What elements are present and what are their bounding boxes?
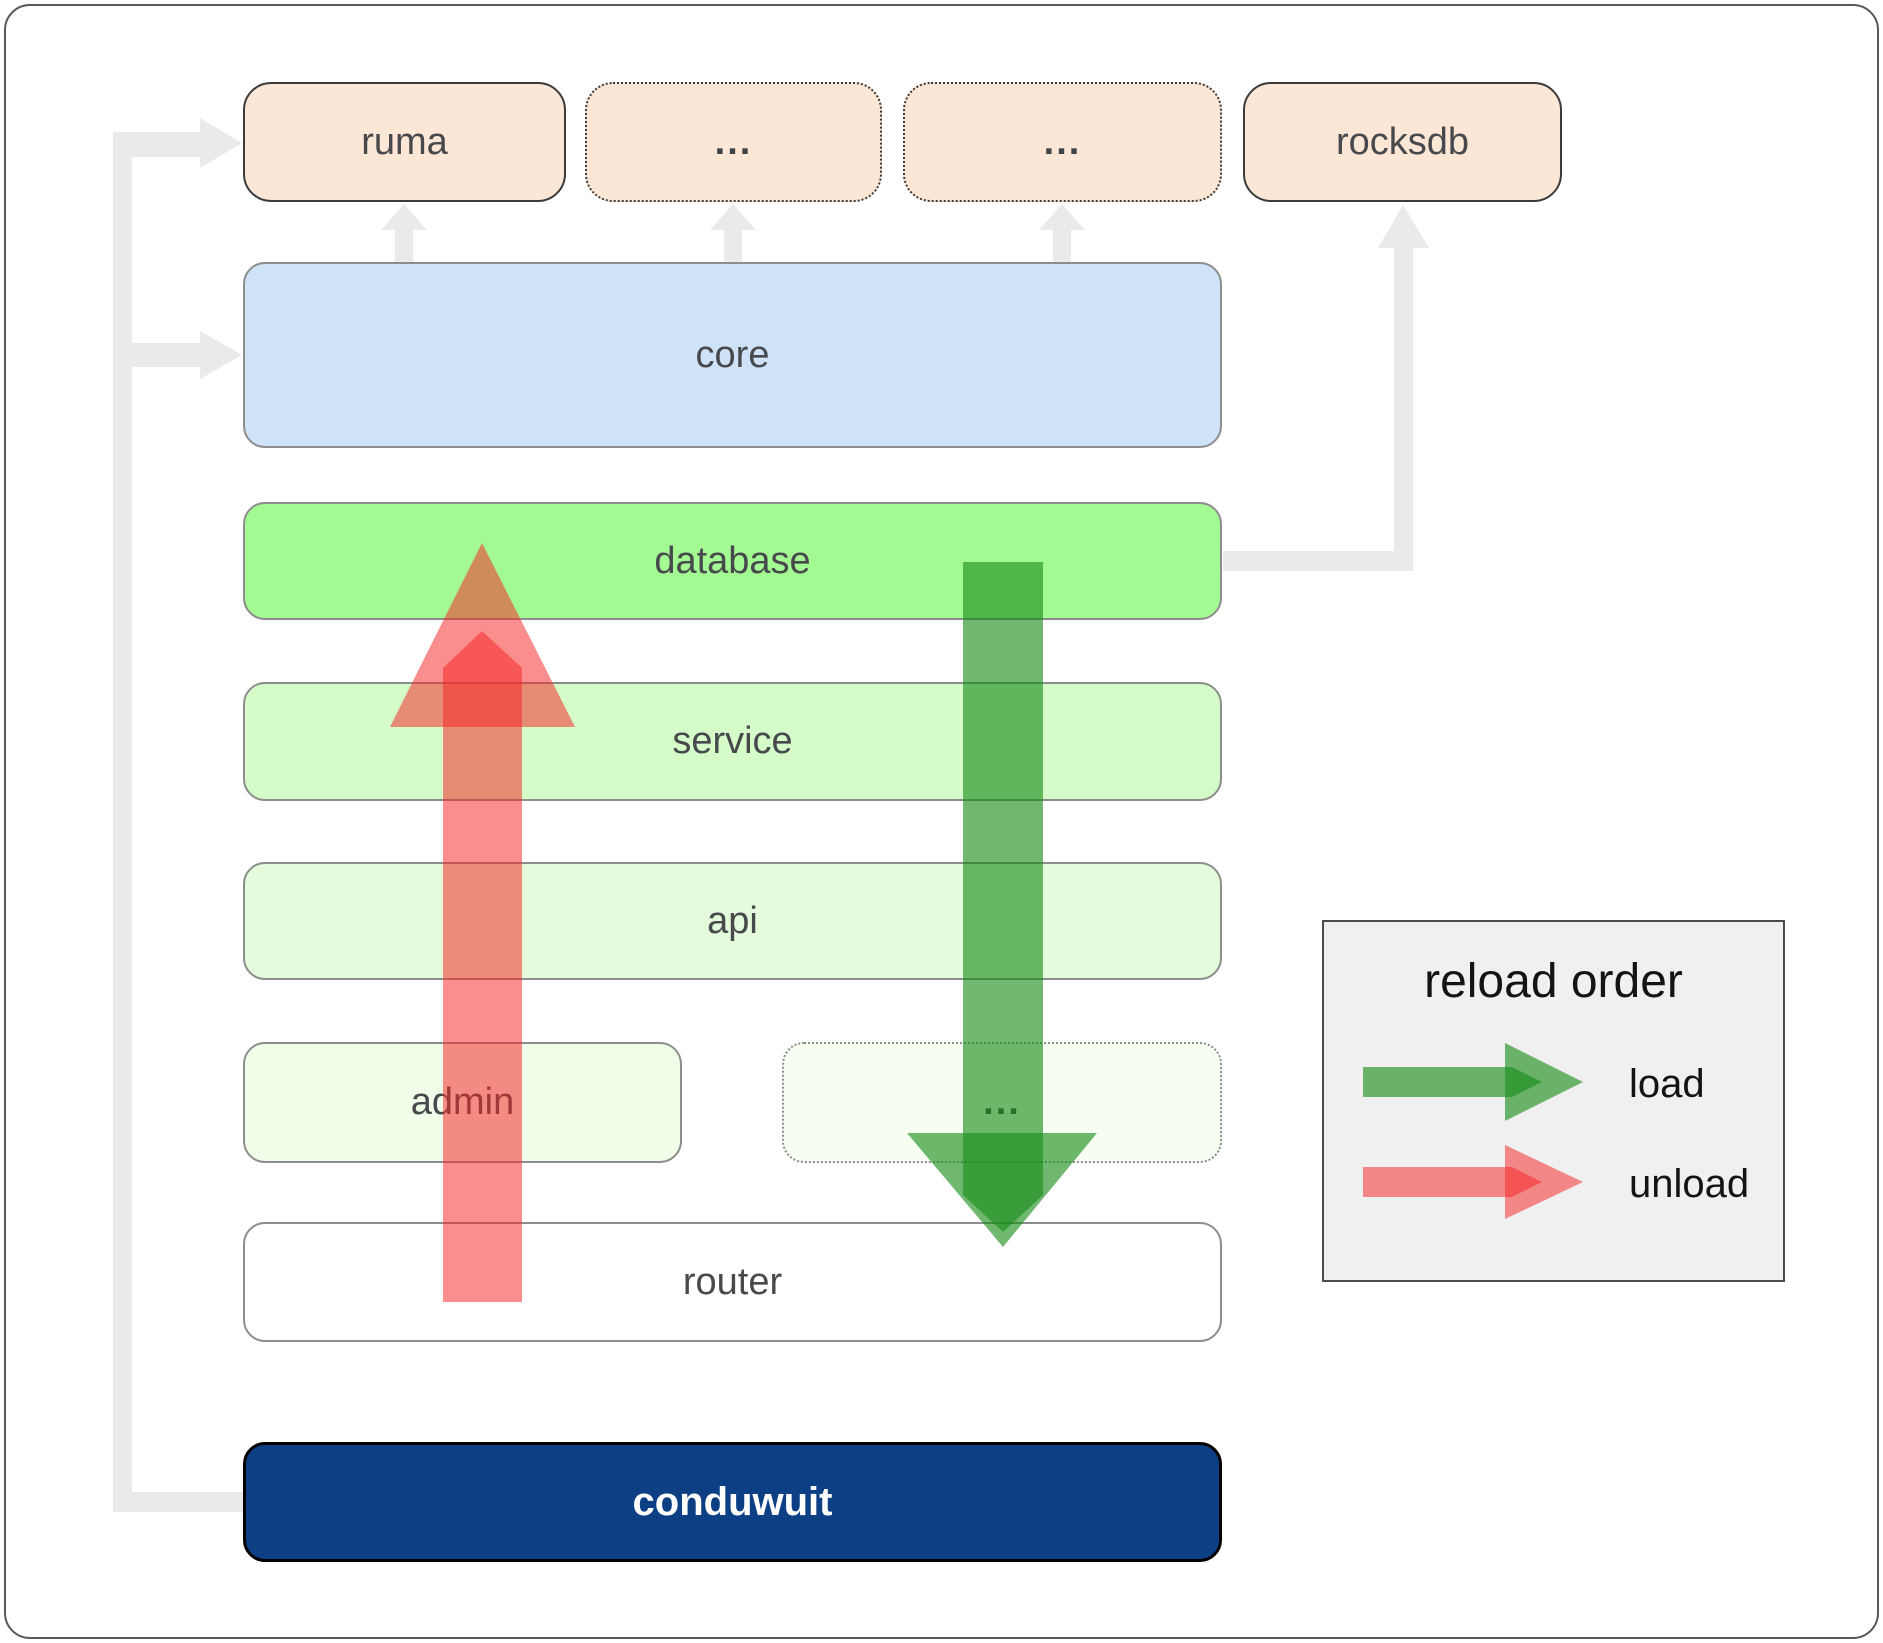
box-rocksdb-label: rocksdb [1335,120,1470,163]
box-rocksdb: rocksdb [1243,82,1562,202]
box-router: router [243,1222,1222,1342]
box-database: database [243,502,1222,620]
box-conduwuit-label: conduwuit [632,1479,833,1524]
box-ellipsis-2-label: ... [1043,120,1082,163]
legend-load-label: load [1629,1062,1705,1106]
box-database-label: database [654,539,811,582]
box-api-label: api [707,899,758,942]
diagram-frame [4,4,1879,1639]
box-admin-ellipsis: ... [782,1042,1222,1163]
box-conduwuit: conduwuit [243,1442,1222,1562]
box-ellipsis-1: ... [585,82,882,202]
box-admin-ellipsis-label: ... [983,1081,1021,1123]
box-ruma-label: ruma [361,120,448,163]
box-service-label: service [672,720,793,762]
box-ellipsis-2: ... [903,82,1222,202]
legend-title: reload order [1424,955,1683,1008]
box-router-label: router [682,1260,783,1303]
box-service: service [243,682,1222,801]
legend-panel: reload order load unload [1322,920,1785,1282]
box-api: api [243,862,1222,980]
box-admin: admin [243,1042,682,1163]
box-ellipsis-1-label: ... [714,120,753,163]
box-core-label: core [695,333,770,376]
box-admin-label: admin [410,1081,515,1123]
legend-unload-label: unload [1629,1162,1750,1206]
box-ruma: ruma [243,82,566,202]
box-core: core [243,262,1222,448]
